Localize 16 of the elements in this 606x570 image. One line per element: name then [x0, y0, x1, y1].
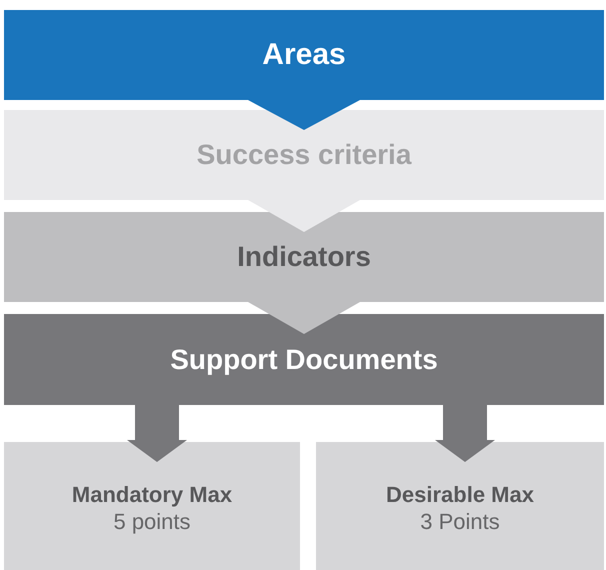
stage-title: Desirable Max: [386, 482, 534, 508]
stage-title: Indicators: [237, 240, 371, 274]
down-arrow: [435, 405, 495, 462]
stage-title: Support Documents: [170, 342, 438, 376]
stage-title: Areas: [262, 37, 346, 73]
points-text: 3 Points: [420, 508, 500, 536]
score-box: [4, 442, 300, 570]
down-arrow: [127, 405, 187, 462]
down-arrow: [248, 100, 360, 130]
points-text: 5 points: [113, 508, 191, 536]
stage-title: Success criteria: [196, 138, 412, 172]
stage-band: [4, 314, 604, 405]
stage-title: Mandatory Max: [72, 482, 232, 508]
score-box: [316, 442, 604, 570]
down-arrow: [248, 200, 360, 232]
down-arrow: [248, 302, 360, 334]
